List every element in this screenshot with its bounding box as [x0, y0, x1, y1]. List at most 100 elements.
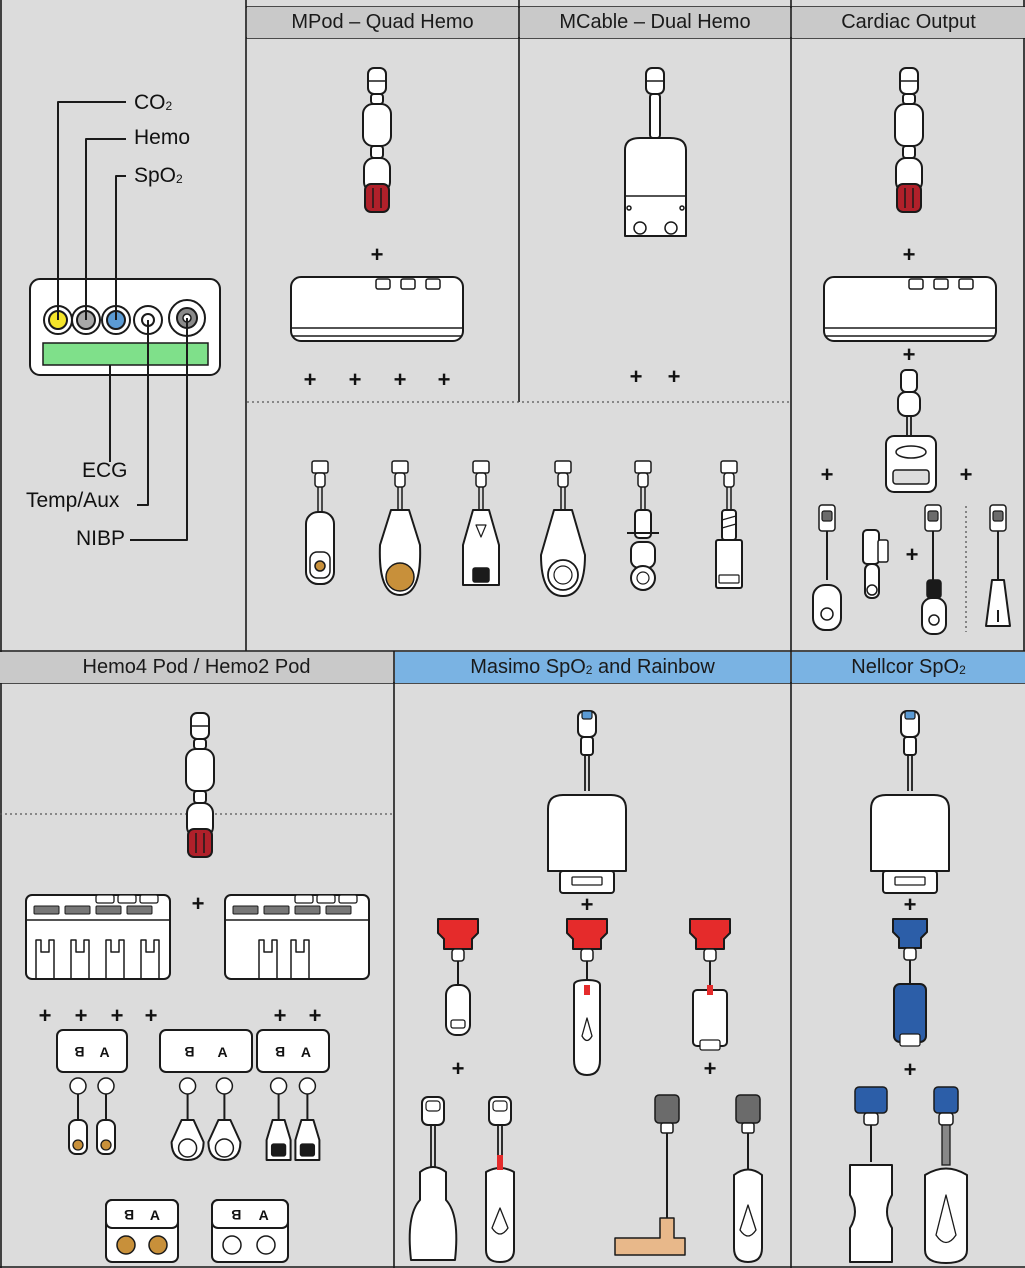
shape [148, 1235, 168, 1255]
header-masimo-text-2: and Rainbow [592, 656, 715, 678]
shape [679, 205, 685, 211]
cardiac-co-probe-4 [989, 504, 1007, 580]
shape [928, 614, 940, 626]
shape [69, 1077, 87, 1095]
shape [896, 183, 922, 213]
label-co2-text: CO [134, 91, 166, 114]
cardiac-output-module [823, 276, 997, 342]
header-nellcor-text: Nellcor SpO [851, 656, 960, 678]
shape [256, 1235, 276, 1255]
plus-sign: + [821, 462, 834, 487]
shape [626, 205, 632, 211]
shape [385, 562, 415, 592]
shape [903, 947, 917, 961]
shape [573, 979, 601, 1076]
nellcor-spo2-module [870, 710, 950, 894]
shape [634, 460, 652, 474]
shape [854, 1086, 888, 1114]
shape [935, 1194, 957, 1244]
shape [72, 1139, 84, 1151]
cardiac-hemo-cable [894, 67, 924, 213]
shape [938, 1112, 954, 1126]
line [721, 523, 737, 529]
hemo4-pod-module [25, 894, 171, 980]
shape [924, 1167, 968, 1264]
monitor-leader-lines [57, 101, 188, 541]
shape [256, 1029, 330, 1073]
shape [485, 1167, 515, 1263]
shape [633, 221, 647, 235]
shape [232, 905, 259, 915]
shape [475, 524, 487, 538]
plus-sign: + [581, 892, 594, 917]
shape [105, 1199, 179, 1229]
shape [571, 876, 603, 886]
mpod-hemo-cable [362, 67, 392, 213]
masimo-gray-connector-1 [614, 1094, 686, 1256]
shape [185, 748, 215, 792]
hemo-adapter-cable-4 [540, 460, 586, 597]
shape [899, 1033, 921, 1047]
letter-b: B [124, 1207, 134, 1223]
shape [325, 905, 352, 915]
header-cardiac-output: Cardiac Output [792, 7, 1025, 38]
label-spo2-subscript: 2 [176, 172, 183, 186]
monitor-front-panel [29, 278, 221, 376]
label-co2-subscript: 2 [165, 99, 173, 113]
shape [137, 320, 149, 506]
plus-sign: + [75, 1003, 88, 1028]
shape [660, 1122, 674, 1134]
plus-sign: + [304, 367, 317, 392]
header-mcable-dual-hemo: MCable – Dual Hemo [520, 7, 790, 38]
header-masimo-spo2: Masimo SpO2 and Rainbow [395, 652, 790, 683]
shape [35, 939, 55, 979]
shape [634, 509, 652, 539]
shape [211, 1199, 289, 1229]
shape [115, 175, 126, 320]
shape [290, 276, 464, 342]
nellcor-blue-connector [892, 918, 928, 1047]
shape [475, 472, 487, 488]
shape [630, 541, 656, 569]
shape [992, 510, 1004, 522]
shape [159, 1029, 253, 1073]
shape [214, 1138, 235, 1158]
shape [314, 472, 326, 488]
letter-a: A [301, 1044, 311, 1060]
plus-sign: + [438, 367, 451, 392]
hemo-adapter-cable-1 [305, 460, 335, 585]
shape [95, 905, 122, 915]
hemo-adapter-cable-5 [627, 460, 659, 591]
shape [375, 278, 391, 290]
masimo-red-connector-2 [566, 918, 608, 1076]
hemo-dual-pin-connector: AB [211, 1199, 289, 1263]
shape [139, 894, 159, 904]
hemo-dual-v-connector: AB [256, 1029, 330, 1161]
shape [637, 472, 649, 488]
shape [177, 1138, 198, 1158]
cardiac-output-interface-cable [885, 369, 937, 493]
shape [100, 1139, 112, 1151]
shape [908, 278, 924, 290]
letter-b: B [184, 1044, 194, 1060]
shape [897, 391, 921, 417]
cardiac-probe-plug-1 [812, 584, 842, 631]
shape [893, 983, 927, 1043]
shape [941, 1124, 951, 1166]
shape [338, 894, 358, 904]
shape [64, 905, 91, 915]
shape [492, 1100, 508, 1112]
hemo-adapter-cable-6 [715, 460, 743, 589]
hemo4-hemo-cable [185, 712, 215, 858]
shape [926, 579, 942, 599]
shape [863, 1112, 879, 1126]
label-temp-aux: Temp/Aux [26, 489, 120, 512]
plus-sign: + [349, 367, 362, 392]
shape [581, 710, 593, 720]
shape [294, 894, 314, 904]
shape [33, 905, 60, 915]
shape [362, 103, 392, 147]
masimo-gray-connector-2 [733, 1094, 763, 1263]
shape [450, 1019, 466, 1029]
